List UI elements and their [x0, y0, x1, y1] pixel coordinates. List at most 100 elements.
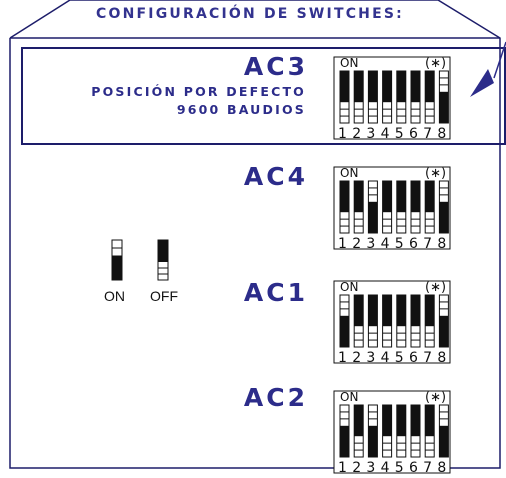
ac2-switch-number: 1 [338, 460, 347, 476]
ac1-switch-2 [353, 294, 364, 348]
ac2-label: AC2 [243, 383, 308, 412]
ac2-dip-switch [333, 390, 451, 474]
legend-on-switch [111, 239, 123, 281]
ac4-switch-number: 1 [338, 236, 347, 252]
ac4-switch-number: 7 [423, 236, 433, 252]
ac2-switch-2 [353, 404, 364, 458]
ac4-switch-number: 4 [380, 236, 390, 252]
ac1-switch-number: 1 [338, 350, 347, 366]
legend-switches [111, 239, 169, 281]
ac1-switch-3 [367, 294, 378, 348]
pointer-arrow [470, 69, 494, 97]
ac2-switch-number: 6 [408, 460, 418, 476]
ac4-switch-7 [424, 180, 435, 234]
ac4-switch-number: 2 [352, 236, 362, 252]
ac1-switch-number: 4 [380, 350, 390, 366]
ac4-switch-2 [353, 180, 364, 234]
ac1-label: AC1 [243, 278, 308, 307]
legend-off-switch [157, 239, 169, 281]
ac2-switch-number: 8 [437, 460, 447, 476]
ac1-switch-5 [396, 294, 407, 348]
ac2-switch-number: 4 [380, 460, 390, 476]
ac1-switch-number: 2 [352, 350, 362, 366]
ac3-switch-number: 8 [437, 126, 447, 142]
ac3-highlight-box [21, 47, 506, 145]
ac2-switch-7 [424, 404, 435, 458]
ac3-on-label: ON [340, 56, 359, 70]
ac3-switch-number: 1 [338, 126, 347, 142]
ac2-switch-number: 7 [423, 460, 433, 476]
ac4-switch-number: 8 [437, 236, 447, 252]
ac3-switch-6 [410, 70, 421, 124]
ac3-label: AC3 [243, 52, 308, 81]
ac4-label: AC4 [243, 162, 308, 191]
ac3-switch-4 [382, 70, 393, 124]
ac4-switch-8 [438, 180, 449, 234]
ac2-switch-6 [410, 404, 421, 458]
ac3-switch-3 [367, 70, 378, 124]
ac3-switch-7 [424, 70, 435, 124]
ac3-switch-8 [438, 70, 449, 124]
ac2-switch-3 [367, 404, 378, 458]
ac3-switch-number: 7 [423, 126, 433, 142]
ac4-switch-5 [396, 180, 407, 234]
ac2-switch-8 [438, 404, 449, 458]
ac3-switch-1 [339, 70, 350, 124]
ac2-switch-4 [382, 404, 393, 458]
ac3-switch-2 [353, 70, 364, 124]
ac1-switch-number: 6 [408, 350, 418, 366]
ac4-switch-number: 6 [408, 236, 418, 252]
ac4-switch-4 [382, 180, 393, 234]
ac1-switch-number: 8 [437, 350, 447, 366]
ac2-on-label: ON [340, 390, 359, 404]
ac3-dip-switch [333, 56, 451, 140]
ac1-switch-6 [410, 294, 421, 348]
legend-off-label: OFF [150, 288, 178, 304]
ac2-switch-5 [396, 404, 407, 458]
ac3-baud-text: 9600 BAUDIOS [176, 102, 306, 117]
ac2-switch-number: 2 [352, 460, 362, 476]
ac1-dip-switch [333, 280, 451, 364]
page-title: CONFIGURACIÓN DE SWITCHES: [96, 6, 404, 22]
pointer-line [493, 41, 506, 79]
ac3-switch-number: 4 [380, 126, 390, 142]
ac3-switch-number: 3 [366, 126, 376, 142]
ac4-switch-6 [410, 180, 421, 234]
ac1-switch-8 [438, 294, 449, 348]
ac3-switch-number: 6 [408, 126, 418, 142]
ac3-marker-label: (∗) [425, 56, 447, 71]
ac4-marker-label: (∗) [425, 166, 447, 181]
ac1-switch-1 [339, 294, 350, 348]
ac3-switch-number: 2 [352, 126, 362, 142]
ac1-switch-4 [382, 294, 393, 348]
ac4-switch-3 [367, 180, 378, 234]
ac2-switch-1 [339, 404, 350, 458]
ac3-switch-5 [396, 70, 407, 124]
ac4-switch-1 [339, 180, 350, 234]
ac3-switch-number: 5 [394, 126, 404, 142]
ac1-switch-7 [424, 294, 435, 348]
ac1-switch-number: 7 [423, 350, 433, 366]
ac2-marker-label: (∗) [425, 390, 447, 405]
ac1-switch-number: 3 [366, 350, 376, 366]
ac1-on-label: ON [340, 280, 359, 294]
ac2-switch-number: 3 [366, 460, 376, 476]
legend-on-label: ON [104, 288, 125, 304]
ac1-switch-number: 5 [394, 350, 404, 366]
ac2-switch-number: 5 [394, 460, 404, 476]
ac4-dip-switch [333, 166, 451, 250]
ac3-default-position-text: POSICIÓN POR DEFECTO [91, 84, 306, 99]
ac4-switch-number: 3 [366, 236, 376, 252]
ac4-on-label: ON [340, 166, 359, 180]
ac4-switch-number: 5 [394, 236, 404, 252]
ac1-marker-label: (∗) [425, 280, 447, 295]
